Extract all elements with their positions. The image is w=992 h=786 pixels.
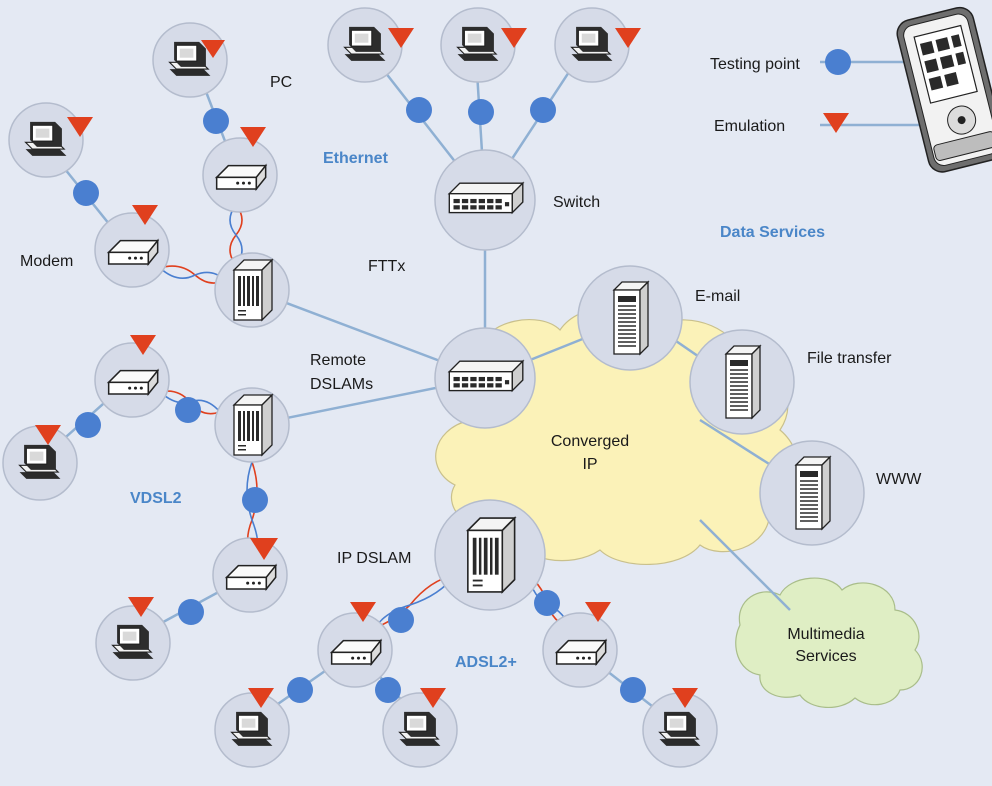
server-node-file-transfer[interactable] <box>689 329 795 435</box>
emulation-icon <box>388 28 414 48</box>
emulation-icon <box>201 40 225 58</box>
text-labels: PC Switch Modem FTTx Remote DSLAMs E-mai… <box>20 56 922 665</box>
label-switch: Switch <box>553 194 600 211</box>
testing-points <box>73 49 851 703</box>
pc-node-adsl-3[interactable] <box>642 692 718 768</box>
switch-node-core[interactable] <box>434 327 536 429</box>
server-node-www[interactable] <box>759 440 865 546</box>
emulation-icon <box>615 28 641 48</box>
switch-node-ethernet[interactable] <box>434 149 536 251</box>
label-modem: Modem <box>20 253 73 270</box>
modem-node-left[interactable] <box>94 212 170 288</box>
modem-node-vdsl-top[interactable] <box>94 342 170 418</box>
emulation-icon <box>35 425 61 445</box>
emulation-icon <box>585 602 611 622</box>
multimedia-services-cloud <box>735 577 923 709</box>
emulation-icon <box>672 688 698 708</box>
label-file-transfer: File transfer <box>807 350 892 367</box>
dslam-node-remote[interactable] <box>214 387 290 463</box>
emulation-icon <box>501 28 527 48</box>
label-ip: IP <box>582 456 597 473</box>
testing-point-icon <box>75 412 101 438</box>
pc-node-ethernet-3[interactable] <box>554 7 630 83</box>
server-node-email[interactable] <box>577 265 683 371</box>
pc-node-vdsl-bottom[interactable] <box>95 605 171 681</box>
pc-node-vdsl-left[interactable] <box>2 425 78 501</box>
modem-node-adsl-left[interactable] <box>317 612 393 688</box>
emulation-icon <box>248 688 274 708</box>
label-converged: Converged <box>551 433 629 450</box>
label-multimedia: Multimedia <box>787 626 864 643</box>
pc-node-ethernet-1[interactable] <box>327 7 403 83</box>
testing-point-icon <box>375 677 401 703</box>
section-labels: Ethernet Data Services VDSL2 ADSL2+ <box>130 150 825 671</box>
testing-point-icon <box>406 97 432 123</box>
emulation-icon <box>132 205 158 225</box>
testing-point-icon <box>468 99 494 125</box>
label-ip-dslam: IP DSLAM <box>337 550 411 567</box>
label-pc: PC <box>270 74 292 91</box>
label-www: WWW <box>876 471 922 488</box>
testing-point-icon <box>620 677 646 703</box>
legend-testing-point: Testing point <box>710 56 800 73</box>
handheld-tester-icon <box>896 6 992 173</box>
modem-node-adsl-right[interactable] <box>542 612 618 688</box>
modem-node-top[interactable] <box>202 137 278 213</box>
dslam-node-ip[interactable] <box>434 499 546 611</box>
emulation-icon <box>250 538 278 560</box>
emulation-icon <box>130 335 156 355</box>
legend-emulation: Emulation <box>714 118 785 135</box>
label-fttx: FTTx <box>368 258 405 275</box>
label-remote: Remote <box>310 352 366 369</box>
testing-point-icon <box>287 677 313 703</box>
testing-point-icon <box>530 97 556 123</box>
emulation-icon <box>420 688 446 708</box>
emulation-markers <box>35 28 849 708</box>
emulation-icon <box>350 602 376 622</box>
testing-point-icon <box>73 180 99 206</box>
section-vdsl2: VDSL2 <box>130 490 182 507</box>
label-dslams: DSLAMs <box>310 376 373 393</box>
pc-node-top-left[interactable] <box>152 22 228 98</box>
testing-point-icon <box>203 108 229 134</box>
testing-point-icon <box>175 397 201 423</box>
emulation-icon <box>823 113 849 133</box>
section-adsl2plus: ADSL2+ <box>455 654 517 671</box>
section-ethernet: Ethernet <box>323 150 389 167</box>
testing-point-icon <box>178 599 204 625</box>
label-email: E-mail <box>695 288 740 305</box>
section-data-services: Data Services <box>720 224 825 241</box>
emulation-icon <box>67 117 93 137</box>
dslam-node-fttx[interactable] <box>214 252 290 328</box>
pc-node-left[interactable] <box>8 102 84 178</box>
pc-node-adsl-1[interactable] <box>214 692 290 768</box>
pc-node-ethernet-2[interactable] <box>440 7 516 83</box>
testing-point-icon <box>242 487 268 513</box>
pc-node-adsl-2[interactable] <box>382 692 458 768</box>
emulation-icon <box>240 127 266 147</box>
testing-point-icon <box>388 607 414 633</box>
testing-point-icon <box>825 49 851 75</box>
label-services: Services <box>795 648 856 665</box>
emulation-icon <box>128 597 154 617</box>
testing-point-icon <box>534 590 560 616</box>
modem-node-vdsl-bottom[interactable] <box>212 537 288 613</box>
